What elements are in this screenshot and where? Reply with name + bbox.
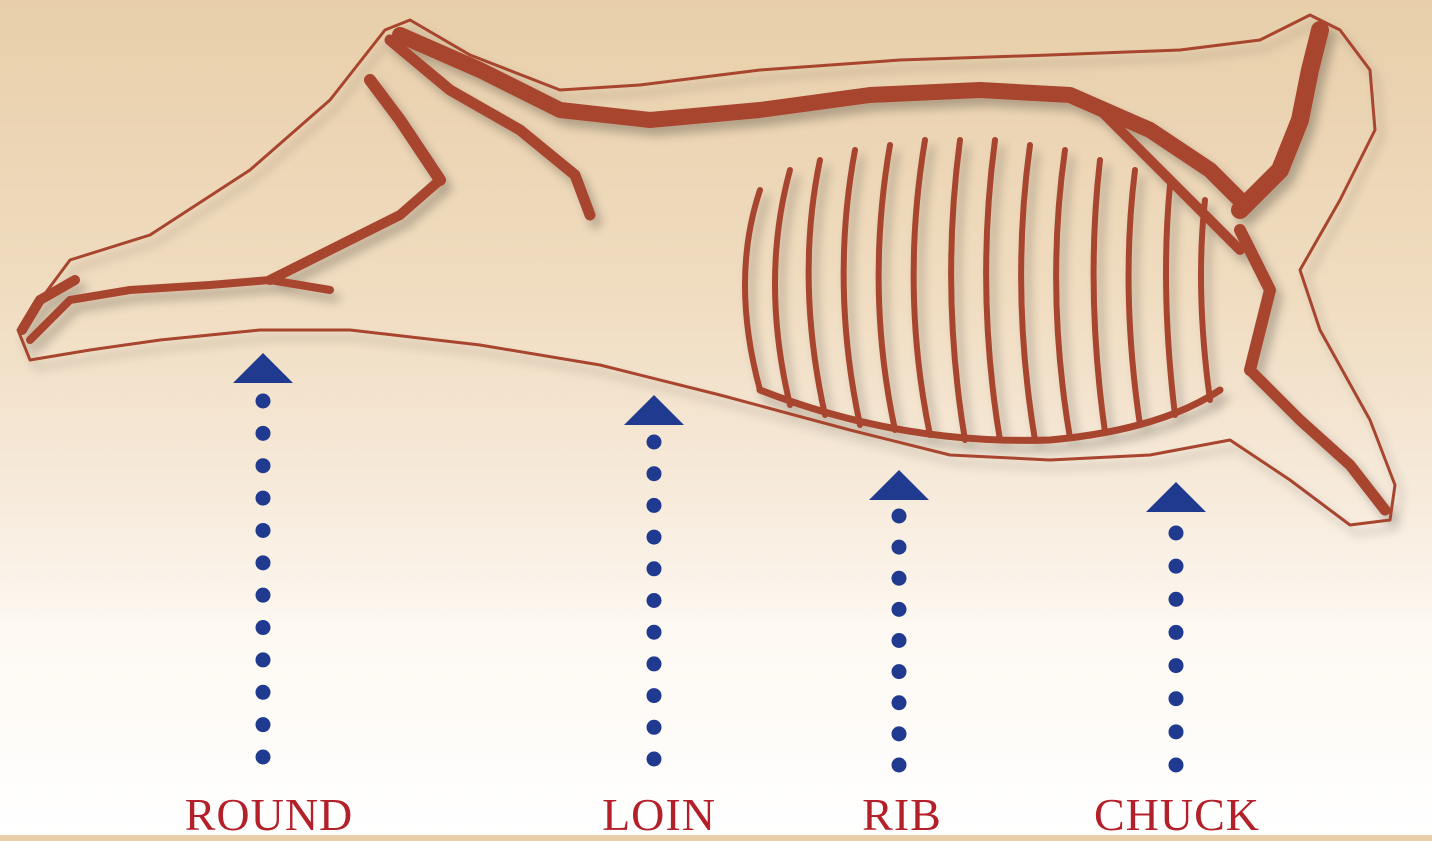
arrow-head-loin bbox=[624, 395, 684, 425]
arrow-dot bbox=[647, 656, 662, 671]
hind-femur bbox=[370, 80, 440, 180]
arrow-dot bbox=[1169, 526, 1184, 541]
front-radius bbox=[1250, 370, 1385, 510]
arrow-dot bbox=[647, 593, 662, 608]
arrow-dot bbox=[892, 509, 907, 524]
arrow-dot bbox=[892, 540, 907, 555]
arrow-dot bbox=[1169, 592, 1184, 607]
arrow-dot bbox=[256, 555, 271, 570]
carcass-outline bbox=[18, 15, 1395, 525]
arrow-dot bbox=[892, 571, 907, 586]
arrow-dot bbox=[892, 758, 907, 773]
arrow-rib bbox=[869, 470, 929, 773]
arrow-dot bbox=[256, 458, 271, 473]
arrow-dot bbox=[256, 491, 271, 506]
label-rib: RIB bbox=[862, 788, 942, 841]
arrow-dot bbox=[892, 633, 907, 648]
arrow-dot bbox=[256, 588, 271, 603]
arrow-dot bbox=[647, 530, 662, 545]
arrow-dot bbox=[892, 664, 907, 679]
sternum bbox=[760, 390, 1220, 440]
arrow-dot bbox=[1169, 658, 1184, 673]
front-humerus bbox=[1240, 230, 1270, 370]
label-loin: LOIN bbox=[602, 788, 716, 841]
arrow-head-rib bbox=[869, 470, 929, 500]
arrow-dot bbox=[1169, 625, 1184, 640]
arrow-dot bbox=[256, 685, 271, 700]
arrow-dot bbox=[1169, 691, 1184, 706]
arrow-dot bbox=[647, 625, 662, 640]
arrow-dot bbox=[1169, 758, 1184, 773]
arrow-loin bbox=[624, 395, 684, 767]
rib-cage bbox=[745, 140, 1210, 440]
arrow-dot bbox=[256, 717, 271, 732]
arrow-dot bbox=[647, 466, 662, 481]
arrow-dot bbox=[892, 726, 907, 741]
arrow-dot bbox=[892, 695, 907, 710]
arrow-dot bbox=[256, 750, 271, 765]
arrow-dot bbox=[647, 498, 662, 513]
arrow-dot bbox=[647, 435, 662, 450]
arrow-dot bbox=[256, 394, 271, 409]
arrow-dot bbox=[892, 602, 907, 617]
arrow-dot bbox=[256, 426, 271, 441]
arrow-dot bbox=[647, 561, 662, 576]
arrow-dot bbox=[256, 652, 271, 667]
arrow-dot bbox=[647, 688, 662, 703]
skeleton bbox=[18, 15, 1395, 525]
arrow-dot bbox=[256, 523, 271, 538]
arrow-chuck bbox=[1146, 482, 1206, 773]
label-chuck: CHUCK bbox=[1094, 788, 1260, 841]
arrow-dot bbox=[1169, 724, 1184, 739]
arrow-head-chuck bbox=[1146, 482, 1206, 512]
arrow-dot bbox=[256, 620, 271, 635]
hind-tibia bbox=[270, 180, 440, 280]
arrow-dot bbox=[647, 752, 662, 767]
arrow-dot bbox=[1169, 559, 1184, 574]
neck-vertebrae bbox=[1240, 30, 1320, 210]
label-round: ROUND bbox=[185, 788, 354, 841]
arrow-dot bbox=[647, 720, 662, 735]
arrow-head-round bbox=[233, 353, 293, 383]
arrow-round bbox=[233, 353, 293, 765]
